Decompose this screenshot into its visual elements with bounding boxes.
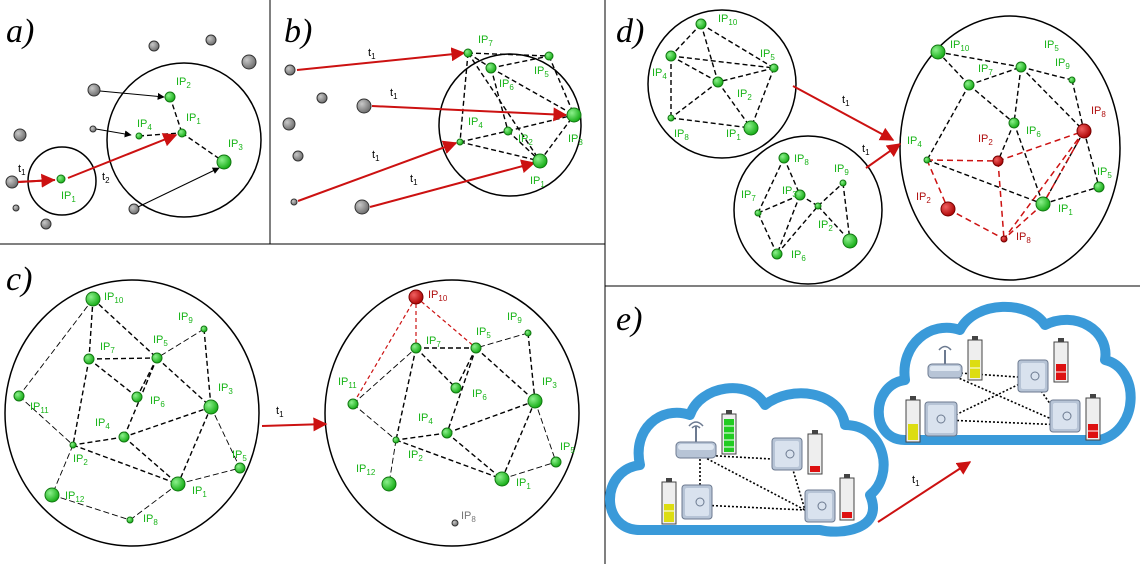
svg-text:IP8: IP8 — [794, 153, 809, 167]
svg-text:IP2: IP2 — [978, 133, 993, 147]
panel-a: IP1 IP2 IP4 IP1 IP3 t1 t2 — [5, 34, 262, 230]
server-icon — [1017, 359, 1049, 393]
wifi-router-icon — [927, 345, 963, 379]
battery-icon — [839, 474, 855, 521]
server-icon — [804, 489, 836, 523]
svg-text:IP4: IP4 — [418, 412, 433, 426]
server-icon — [681, 484, 713, 520]
battery-icon — [1053, 338, 1069, 383]
server-icon — [1049, 399, 1081, 433]
svg-text:IP8: IP8 — [674, 128, 689, 142]
svg-text:IP6: IP6 — [472, 388, 487, 402]
server-icon — [771, 437, 803, 471]
svg-text:IP2: IP2 — [518, 133, 533, 147]
panel-e: t1 — [605, 301, 1136, 537]
svg-text:IP5: IP5 — [153, 334, 168, 348]
svg-text:IP1: IP1 — [726, 128, 741, 142]
battery-icon — [661, 478, 677, 525]
svg-text:IP7: IP7 — [100, 341, 115, 355]
svg-text:IP7: IP7 — [426, 335, 441, 349]
svg-text:IP1: IP1 — [530, 175, 545, 189]
panel-label-c: c) — [6, 261, 32, 298]
panel-label-a: a) — [6, 13, 34, 50]
svg-text:IP11: IP11 — [338, 376, 357, 390]
battery-icon — [807, 430, 823, 475]
panel-d: IP10 IP4 IP5 IP2 IP8 IP1 IP8 — [647, 9, 1121, 285]
svg-text:IP8: IP8 — [1016, 231, 1031, 245]
svg-text:IP11: IP11 — [30, 401, 49, 415]
svg-text:t1: t1 — [842, 94, 850, 108]
battery-icon — [1085, 394, 1101, 441]
svg-text:IP4: IP4 — [468, 116, 483, 130]
svg-text:IP3: IP3 — [218, 382, 233, 396]
svg-text:IP6: IP6 — [1026, 125, 1041, 139]
server-icon — [924, 401, 958, 437]
svg-text:IP5: IP5 — [534, 65, 549, 79]
label-a-IP4: IP4 — [137, 118, 152, 132]
svg-text:IP10: IP10 — [428, 289, 448, 303]
svg-text:IP8: IP8 — [1091, 105, 1106, 119]
svg-text:IP1: IP1 — [192, 485, 207, 499]
wifi-router-icon — [675, 421, 717, 459]
time-label-a-1: t1 — [18, 163, 26, 177]
svg-text:t1: t1 — [390, 87, 398, 101]
svg-text:IP3: IP3 — [542, 376, 557, 390]
svg-text:IP9: IP9 — [834, 163, 849, 177]
svg-text:t1: t1 — [276, 405, 284, 419]
svg-text:IP8: IP8 — [461, 510, 476, 524]
svg-text:IP5: IP5 — [560, 441, 575, 455]
panel-c: IP10 IP9 IP7 IP5 IP11 IP6 IP3 IP4 IP2 IP… — [4, 279, 580, 547]
svg-text:IP6: IP6 — [791, 249, 806, 263]
svg-text:IP4: IP4 — [652, 67, 667, 81]
svg-text:IP5: IP5 — [232, 449, 247, 463]
svg-text:t1: t1 — [862, 143, 870, 157]
svg-text:IP9: IP9 — [1055, 57, 1070, 71]
svg-text:IP10: IP10 — [104, 291, 124, 305]
label-a-IP3: IP3 — [228, 138, 243, 152]
svg-text:IP5: IP5 — [1044, 39, 1059, 53]
svg-text:IP12: IP12 — [65, 490, 85, 504]
svg-text:IP2: IP2 — [408, 449, 423, 463]
svg-text:IP5: IP5 — [476, 326, 491, 340]
label-a-IP2: IP2 — [176, 76, 191, 90]
svg-text:IP2: IP2 — [916, 191, 931, 205]
svg-text:IP9: IP9 — [507, 311, 522, 325]
svg-text:IP2: IP2 — [737, 88, 752, 102]
svg-text:IP7: IP7 — [741, 189, 756, 203]
panel-b: IP7 IP6 IP5 IP4 IP2 IP3 IP1 t1 t1 t1 t1 — [282, 34, 583, 215]
svg-text:IP4: IP4 — [95, 417, 110, 431]
svg-text:IP2: IP2 — [73, 453, 88, 467]
svg-text:IP7: IP7 — [478, 34, 493, 48]
svg-text:t1: t1 — [912, 474, 920, 488]
svg-text:IP4: IP4 — [907, 135, 922, 149]
battery-icon — [721, 410, 737, 455]
svg-text:IP6: IP6 — [150, 395, 165, 409]
svg-text:IP10: IP10 — [718, 13, 738, 27]
time-label-a-2: t2 — [102, 171, 110, 185]
battery-icon — [905, 396, 921, 443]
label-a-IP1: IP1 — [61, 190, 76, 204]
svg-text:t1: t1 — [372, 149, 380, 163]
battery-icon — [967, 336, 983, 381]
svg-text:IP7: IP7 — [978, 63, 993, 77]
svg-text:t1: t1 — [410, 173, 418, 187]
svg-text:IP5: IP5 — [760, 48, 775, 62]
svg-text:IP12: IP12 — [356, 463, 376, 477]
svg-text:IP1: IP1 — [1058, 203, 1073, 217]
svg-text:IP9: IP9 — [178, 311, 193, 325]
svg-text:IP3: IP3 — [782, 185, 797, 199]
panel-label-b: b) — [284, 13, 312, 50]
svg-text:IP3: IP3 — [568, 133, 583, 147]
svg-text:IP1: IP1 — [516, 477, 531, 491]
svg-text:IP10: IP10 — [950, 39, 970, 53]
panel-label-d: d) — [616, 13, 644, 50]
label-a-IP1b: IP1 — [186, 112, 201, 126]
panel-label-e: e) — [616, 301, 642, 338]
svg-text:IP8: IP8 — [143, 513, 158, 527]
svg-text:IP5: IP5 — [1097, 166, 1112, 180]
svg-text:t1: t1 — [368, 47, 376, 61]
